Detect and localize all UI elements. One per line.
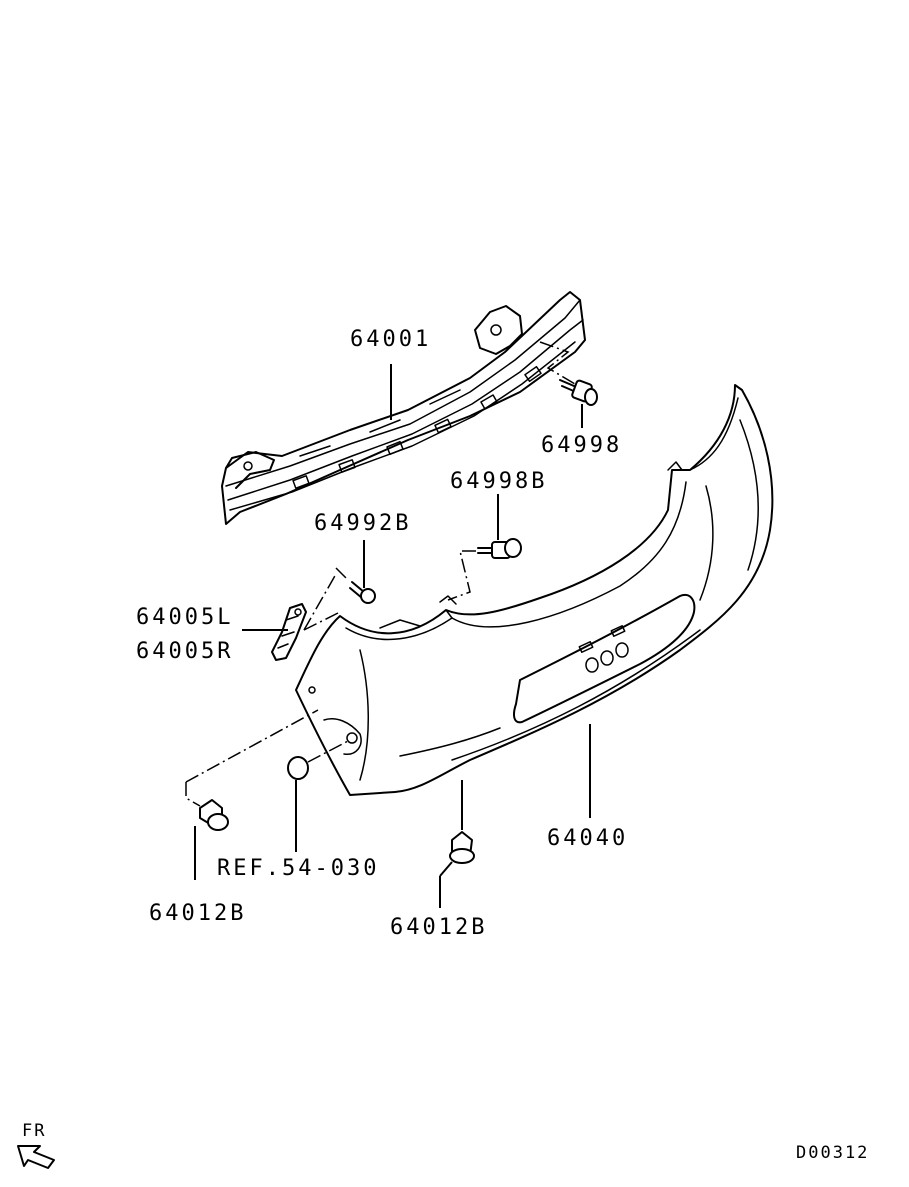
label-bracket-right: 64005R bbox=[136, 639, 233, 664]
direction-marker-label: FR bbox=[22, 1121, 46, 1141]
leader-lines bbox=[194, 364, 591, 908]
bolt-64998B-part[interactable] bbox=[447, 538, 522, 601]
label-reinforcement: 64001 bbox=[350, 327, 431, 352]
bumper-face-part[interactable] bbox=[295, 384, 774, 796]
bolt-64998-part[interactable] bbox=[539, 341, 598, 406]
screw-64992B-part[interactable] bbox=[335, 567, 376, 604]
clip-center-part[interactable] bbox=[449, 831, 475, 864]
front-direction-arrow-icon bbox=[17, 1145, 55, 1169]
label-bolt-center: 64998B bbox=[450, 469, 547, 494]
bumper-reinforcement-part[interactable] bbox=[221, 291, 586, 525]
reference-54-030-part[interactable] bbox=[287, 739, 351, 780]
label-clip-left: 64012B bbox=[149, 901, 246, 926]
label-bumper-face: 64040 bbox=[547, 826, 628, 851]
label-clip-center: 64012B bbox=[390, 915, 487, 940]
label-bolt-upper: 64998 bbox=[541, 433, 622, 458]
clip-left-part[interactable] bbox=[185, 709, 319, 831]
label-bracket-left: 64005L bbox=[136, 605, 233, 630]
label-screw: 64992B bbox=[314, 511, 411, 536]
label-reference: REF.54-030 bbox=[217, 856, 379, 881]
drawing-number: D00312 bbox=[796, 1143, 869, 1163]
side-bracket-part[interactable] bbox=[271, 573, 341, 661]
